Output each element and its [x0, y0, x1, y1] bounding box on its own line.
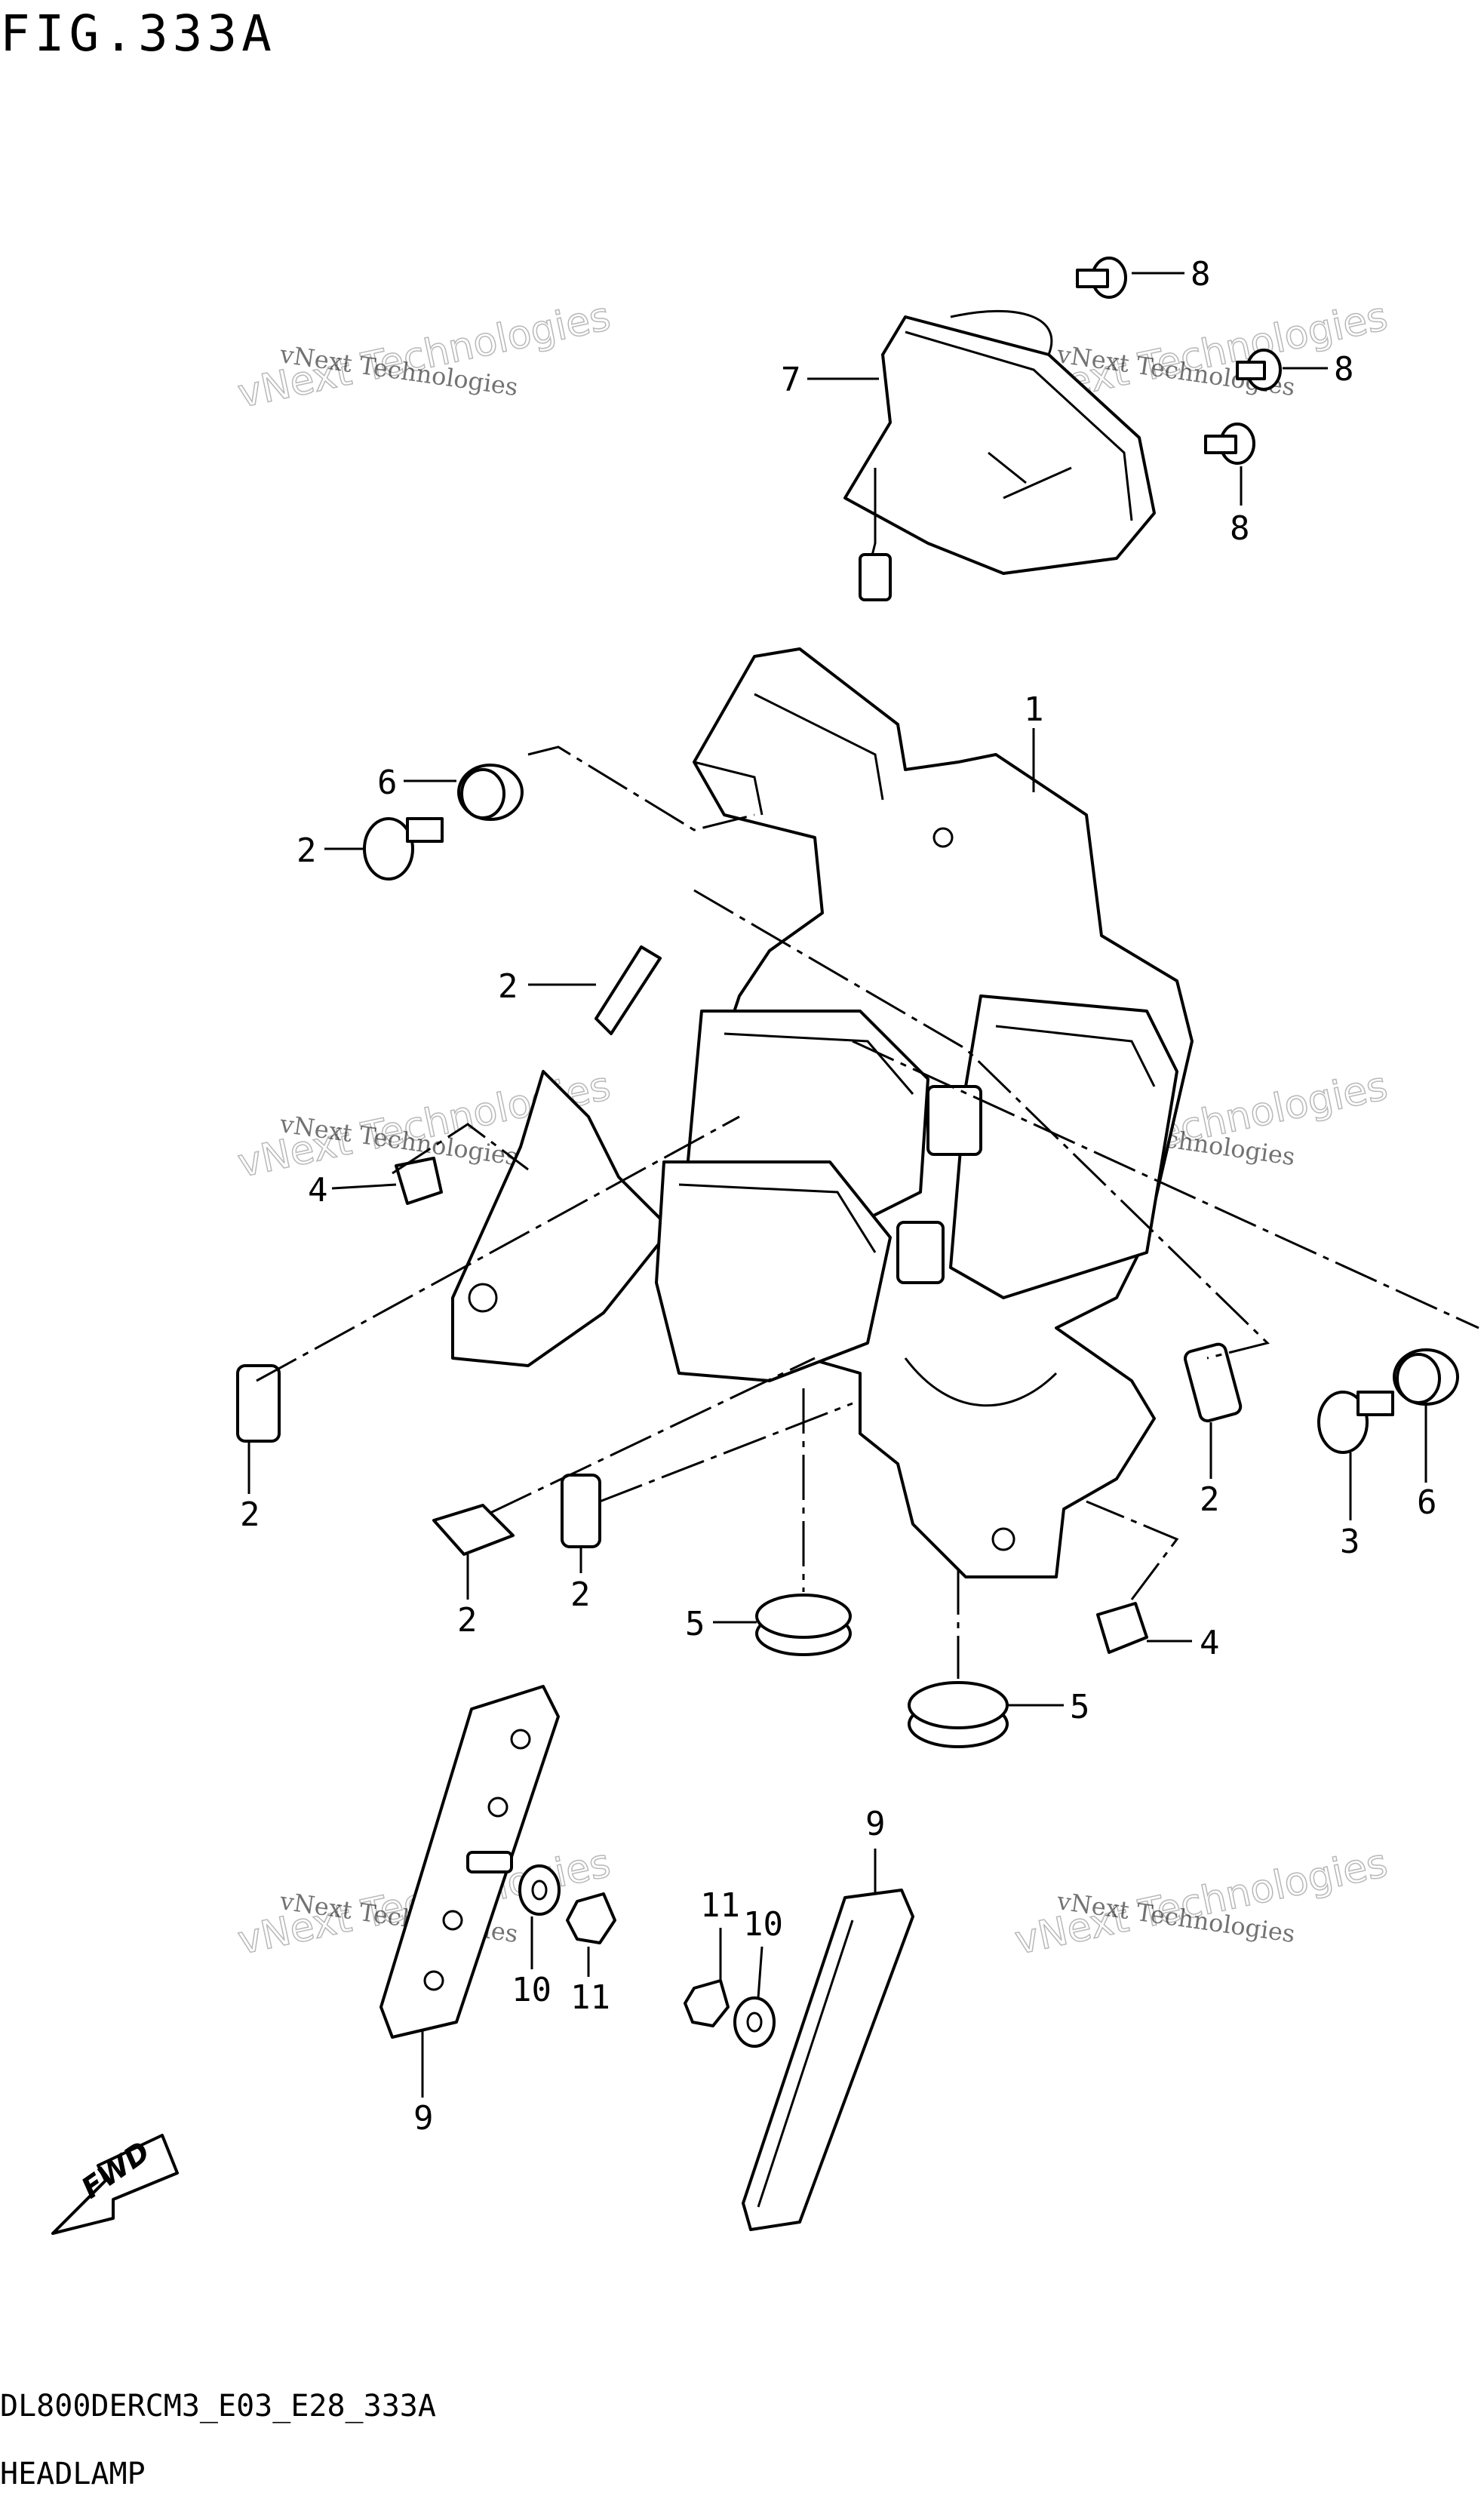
- damper-5-right: [908, 1681, 1009, 1748]
- fwd-arrow: FWD: [51, 2134, 179, 2235]
- callout-3-upper: 2: [296, 831, 317, 870]
- watermark-low-right: vNext Technologies vNext Technologies: [1010, 1840, 1391, 1965]
- washer-10-right: [733, 1996, 776, 2048]
- grommet-6-upper: [457, 764, 524, 821]
- cushion-2-lower-left: [432, 1504, 515, 1556]
- callout-11-right: 11: [700, 1886, 740, 1925]
- nut-11-left: [566, 1892, 616, 1944]
- callout-5-left: 5: [685, 1605, 705, 1643]
- position-lamp-unit: [843, 309, 1156, 601]
- callout-2-upper: 2: [498, 967, 518, 1006]
- leader-lines: [247, 272, 1427, 2098]
- callout-4-left: 4: [308, 1171, 328, 1209]
- washer-10-left: [518, 1864, 561, 1916]
- figure-title: FIG.333A: [0, 5, 276, 63]
- callout-11-left: 11: [570, 1978, 610, 2017]
- callout-5-right: 5: [1070, 1688, 1090, 1726]
- callout-9-right: 9: [865, 1805, 886, 1843]
- figure-name: HEADLAMP: [0, 2457, 146, 2491]
- callout-8-mid: 8: [1334, 350, 1354, 389]
- nut-4-left: [395, 1157, 443, 1205]
- callout-6-lower: 6: [1417, 1483, 1437, 1522]
- bolt-3-upper: [363, 817, 444, 881]
- callout-9-left: 9: [413, 2099, 434, 2138]
- watermark-top-left: vNext Technologies vNext Technologies: [233, 294, 614, 418]
- nut-11-right: [684, 1979, 730, 2027]
- callout-2-lower-left: 2: [457, 1601, 478, 1640]
- screw-8-low: [1204, 423, 1255, 465]
- bolt-3-lower: [1317, 1391, 1394, 1454]
- cushion-2-right: [1184, 1342, 1243, 1423]
- cushion-2-left: [236, 1364, 281, 1443]
- assembly-lines: [256, 745, 1479, 1679]
- screw-8-top: [1076, 257, 1127, 299]
- callout-2-right: 2: [1200, 1480, 1220, 1519]
- callout-6-upper: 6: [377, 764, 398, 802]
- callout-1: 1: [1024, 690, 1044, 729]
- headlamp-bracket: [451, 647, 1194, 1578]
- cushion-2-lower-mid: [561, 1474, 601, 1548]
- callout-4-right: 4: [1200, 1624, 1220, 1662]
- grommet-6-lower: [1393, 1348, 1459, 1406]
- callouts: 7 8 8 8 1 6 2 2 4 2 2 2 2 3 6 4 5 5 9 9 …: [240, 255, 1437, 2138]
- callout-8-low: 8: [1230, 509, 1250, 548]
- cushion-2-upper: [595, 945, 662, 1035]
- callout-2-left: 2: [240, 1495, 260, 1534]
- callout-10-right: 10: [743, 1905, 783, 1944]
- callout-10-left: 10: [512, 1971, 552, 2009]
- figure-code: DL800DERCM3_E03_E28_333A: [0, 2389, 436, 2424]
- reflector-9-left: [379, 1685, 560, 2039]
- callout-8-top: 8: [1191, 255, 1211, 294]
- screw-8-mid: [1236, 349, 1282, 391]
- reflector-9-right: [742, 1889, 914, 2231]
- callout-7: 7: [781, 361, 801, 399]
- damper-5-left: [755, 1594, 852, 1656]
- nut-4-right: [1096, 1602, 1148, 1654]
- callout-3-lower: 3: [1340, 1523, 1360, 1561]
- callout-2-lower-mid: 2: [570, 1575, 591, 1614]
